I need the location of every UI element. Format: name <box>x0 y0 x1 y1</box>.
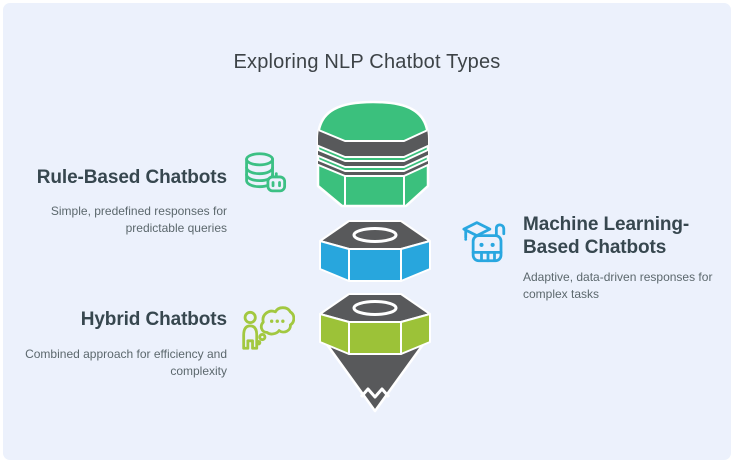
hybrid-title: Hybrid Chatbots <box>80 309 227 330</box>
page-title: Exploring NLP Chatbot Types <box>233 51 501 73</box>
person-thought-icon <box>242 306 295 350</box>
hybrid-description: Combined approach for efficiency and com… <box>25 347 227 378</box>
funnel-layer-bottom <box>319 293 431 413</box>
machine-learning-title: Machine Learning-Based Chatbots <box>523 214 690 258</box>
database-robot-icon <box>245 152 287 193</box>
machine-learning-description: Adaptive, data-driven responses for comp… <box>523 270 713 301</box>
funnel-layer-middle <box>319 220 431 282</box>
rule-based-title: Rule-Based Chatbots <box>36 167 227 188</box>
funnel-illustration <box>316 100 431 413</box>
graduate-robot-icon <box>462 221 506 263</box>
funnel-layer-top <box>316 100 430 208</box>
rule-based-description: Simple, predefined responses for predict… <box>50 204 227 235</box>
